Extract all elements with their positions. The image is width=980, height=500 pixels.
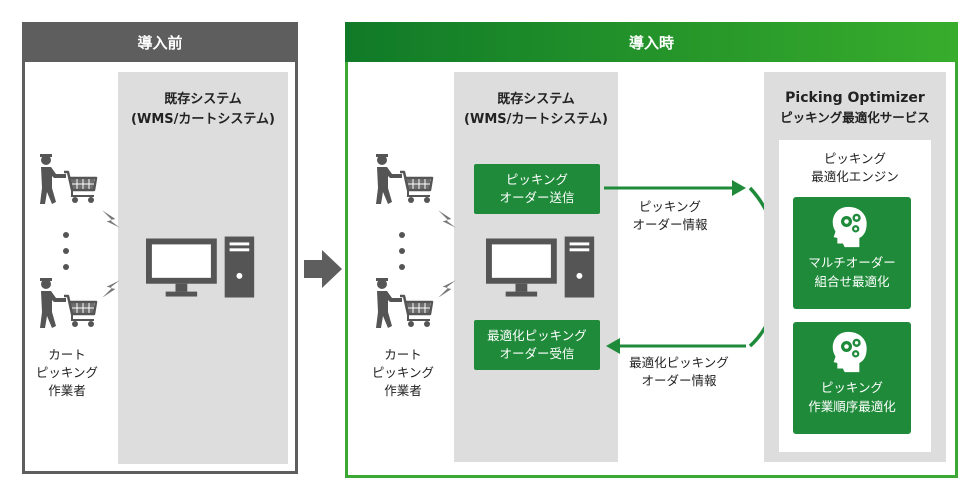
desktop-computer-icon — [486, 236, 604, 300]
picking-optimizer-title: Picking Optimizer ピッキング最適化サービス — [780, 90, 930, 125]
after-worker-label: カート ピッキング 作業者 — [371, 347, 435, 398]
picking-order-send-box: ピッキング オーダー送信 — [474, 164, 600, 214]
wireless-signal-icon — [436, 278, 458, 300]
wireless-signal-icon — [100, 208, 122, 230]
wireless-signal-icon — [100, 278, 122, 300]
after-header-label: 導入時 — [628, 33, 674, 52]
order-flow-arrows — [604, 180, 780, 354]
before-system-title: 既存システム (WMS/カートシステム) — [131, 92, 275, 127]
before-header-label: 導入前 — [137, 33, 183, 52]
multi-order-optimization-card: マルチオーダー 組合せ最適化 — [793, 197, 911, 309]
ellipsis-dots — [63, 232, 69, 280]
optimized-order-info-label: 最適化ピッキング オーダー情報 — [629, 355, 729, 388]
head-with-gears-icon — [830, 330, 874, 374]
worker-with-cart-icon — [36, 152, 100, 216]
work-sequence-optimization-card: ピッキング 作業順序最適化 — [793, 322, 911, 434]
optimized-order-receive-box: 最適化ピッキング オーダー受信 — [474, 320, 600, 370]
ellipsis-dots — [399, 232, 405, 280]
worker-with-cart-icon — [372, 152, 436, 216]
before-header: 導入前 — [22, 22, 298, 62]
transition-arrow-icon — [304, 250, 342, 288]
after-system-title: 既存システム (WMS/カートシステム) — [464, 92, 608, 127]
after-header: 導入時 — [345, 22, 958, 62]
worker-with-cart-icon — [372, 276, 436, 340]
before-worker-label: カート ピッキング 作業者 — [35, 347, 99, 398]
head-with-gears-icon — [830, 205, 874, 249]
picking-order-info-label: ピッキング オーダー情報 — [632, 199, 708, 232]
worker-with-cart-icon — [36, 276, 100, 340]
engine-title: ピッキング 最適化エンジン — [811, 151, 899, 184]
desktop-computer-icon — [146, 236, 264, 300]
wireless-signal-icon — [436, 208, 458, 230]
